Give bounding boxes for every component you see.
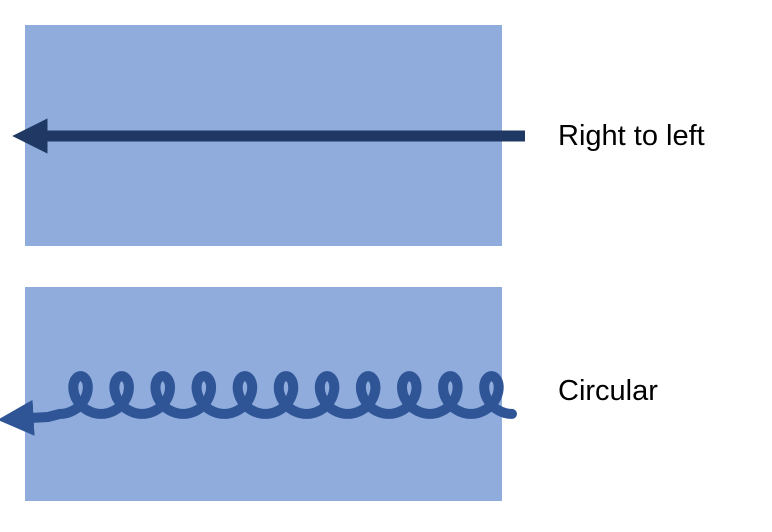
label-right-to-left: Right to left: [558, 120, 705, 152]
label-circular: Circular: [558, 375, 658, 407]
circular-left-arrow: [0, 371, 517, 436]
panel-circular: [25, 287, 502, 501]
